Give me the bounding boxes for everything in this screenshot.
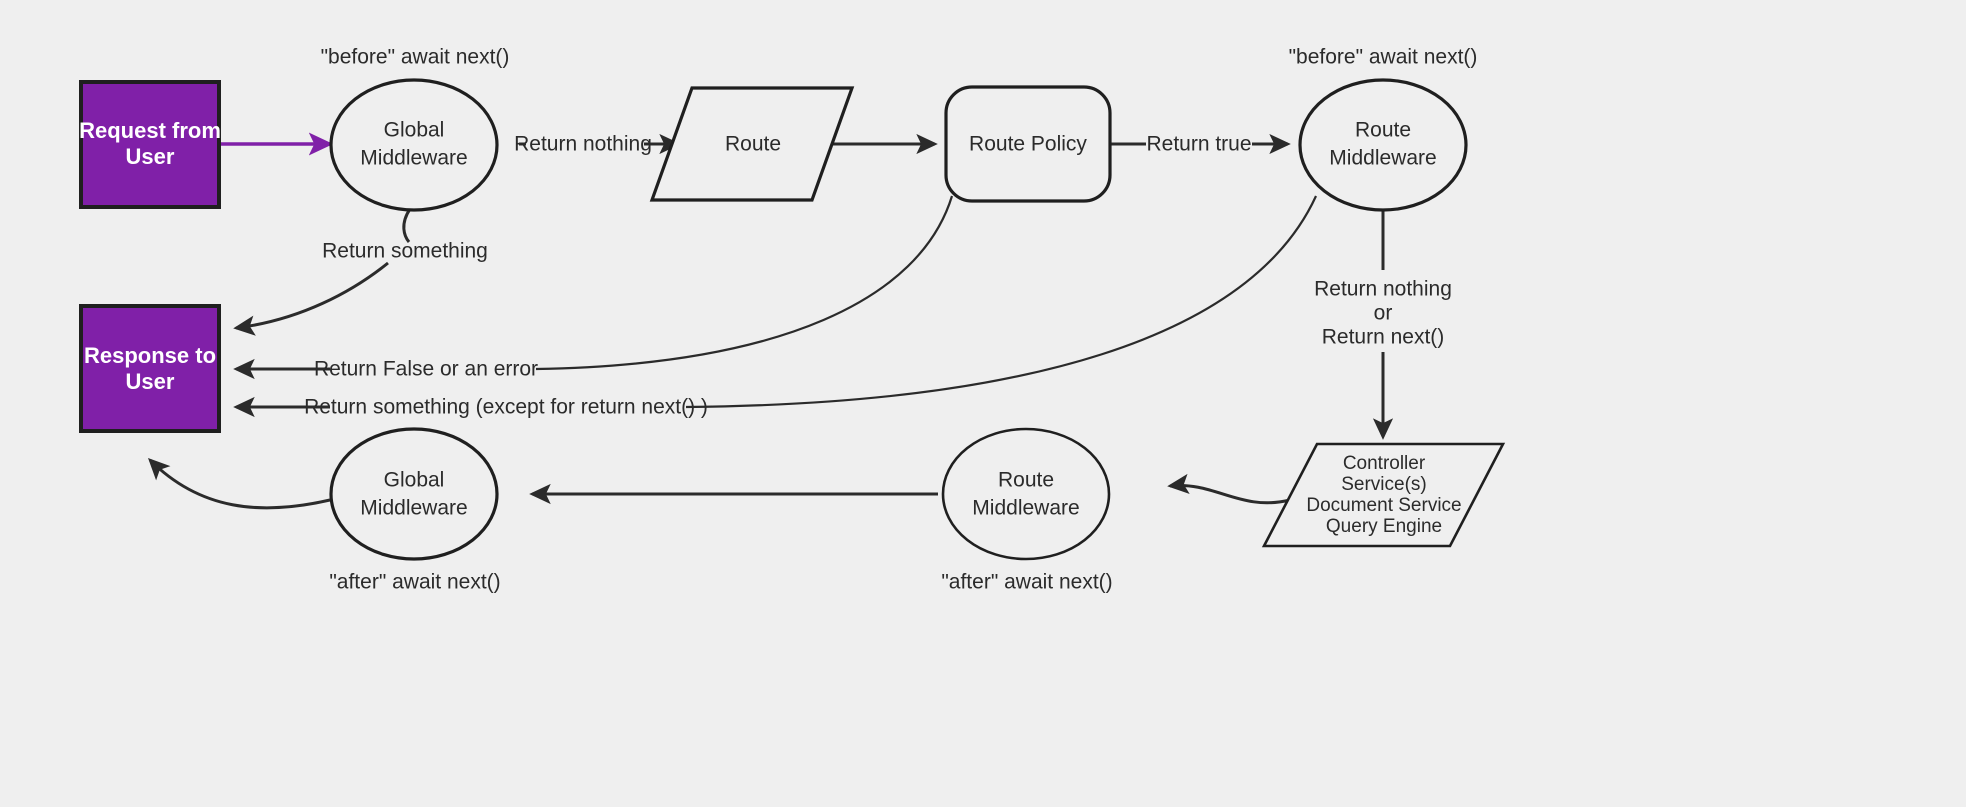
request-from-user-box [79, 80, 221, 209]
edge-label-return-something-except-next: Return something (except for return next… [304, 396, 708, 419]
edge-global-middleware-bottom-to-response [148, 458, 331, 510]
global-middleware-top-label-line1: Global [384, 119, 445, 142]
response-to-user-label-line2: User [126, 369, 175, 394]
request-from-user-label-line2: User [126, 144, 175, 169]
response-to-user-box [79, 304, 221, 433]
global-middleware-top-ellipse [329, 78, 499, 212]
route-label: Route [725, 133, 781, 156]
node-route-policy[interactable]: Route Policy [944, 85, 1112, 203]
route-parallelogram [649, 86, 855, 202]
edge-route-policy-to-response-curve [535, 195, 954, 371]
global-middleware-bottom-label-line1: Global [384, 469, 445, 492]
edge-label-return-something: Return something [322, 240, 488, 263]
edge-route-middleware-to-response-curve [685, 195, 1317, 409]
route-middleware-bottom-label-line1: Route [998, 469, 1054, 492]
node-route-middleware-top[interactable]: Route Middleware [1298, 78, 1468, 212]
node-global-middleware-top[interactable]: Global Middleware [329, 78, 499, 212]
edge-global-middleware-to-response [233, 261, 389, 336]
controller-stack-label-line4: Query Engine [1326, 516, 1442, 537]
global-middleware-top-label-line2: Middleware [360, 147, 467, 170]
edge-label-return-nothing-or-next-line1: Return nothing [1314, 278, 1452, 301]
node-response-to-user[interactable]: Response to User [79, 304, 221, 433]
edge-label-return-nothing: Return nothing [514, 133, 652, 156]
controller-stack-parallelogram [1261, 442, 1506, 548]
route-middleware-top-label-line1: Route [1355, 119, 1411, 142]
annotation-before-await-next-global: "before" await next() [321, 46, 510, 69]
route-middleware-top-label-line2: Middleware [1329, 147, 1436, 170]
route-middleware-bottom-label-line2: Middleware [972, 497, 1079, 520]
node-global-middleware-bottom[interactable]: Global Middleware [329, 427, 499, 561]
annotation-after-await-next-global: "after" await next() [329, 571, 500, 594]
controller-stack-label-line2: Service(s) [1341, 474, 1427, 495]
edge-controller-to-route-middleware-bottom [1167, 473, 1291, 505]
route-middleware-top-ellipse [1298, 78, 1468, 212]
edge-global-middleware-return-something-upper [402, 208, 412, 243]
global-middleware-bottom-ellipse [329, 427, 499, 561]
controller-stack-label-line1: Controller [1343, 453, 1426, 474]
global-middleware-bottom-label-line2: Middleware [360, 497, 467, 520]
annotation-before-await-next-route: "before" await next() [1289, 46, 1478, 69]
node-controller-stack[interactable]: Controller Service(s) Document Service Q… [1261, 442, 1506, 548]
node-route-middleware-bottom[interactable]: Route Middleware [941, 427, 1111, 561]
request-from-user-label-line1: Request from [79, 118, 221, 143]
response-to-user-label-line1: Response to [84, 343, 216, 368]
node-route[interactable]: Route [649, 86, 855, 202]
route-policy-box [944, 85, 1112, 203]
route-middleware-bottom-ellipse [941, 427, 1111, 561]
edge-label-return-true: Return true [1146, 133, 1251, 156]
controller-stack-label-line3: Document Service [1306, 495, 1461, 516]
edge-label-return-nothing-or-next-line3: Return next() [1322, 326, 1445, 349]
annotation-after-await-next-route: "after" await next() [941, 571, 1112, 594]
edge-label-return-nothing-or-next-line2: or [1374, 302, 1393, 325]
node-request-from-user[interactable]: Request from User [79, 80, 221, 209]
edge-label-return-false-or-error: Return False or an error [314, 358, 538, 381]
route-policy-label: Route Policy [969, 133, 1087, 156]
